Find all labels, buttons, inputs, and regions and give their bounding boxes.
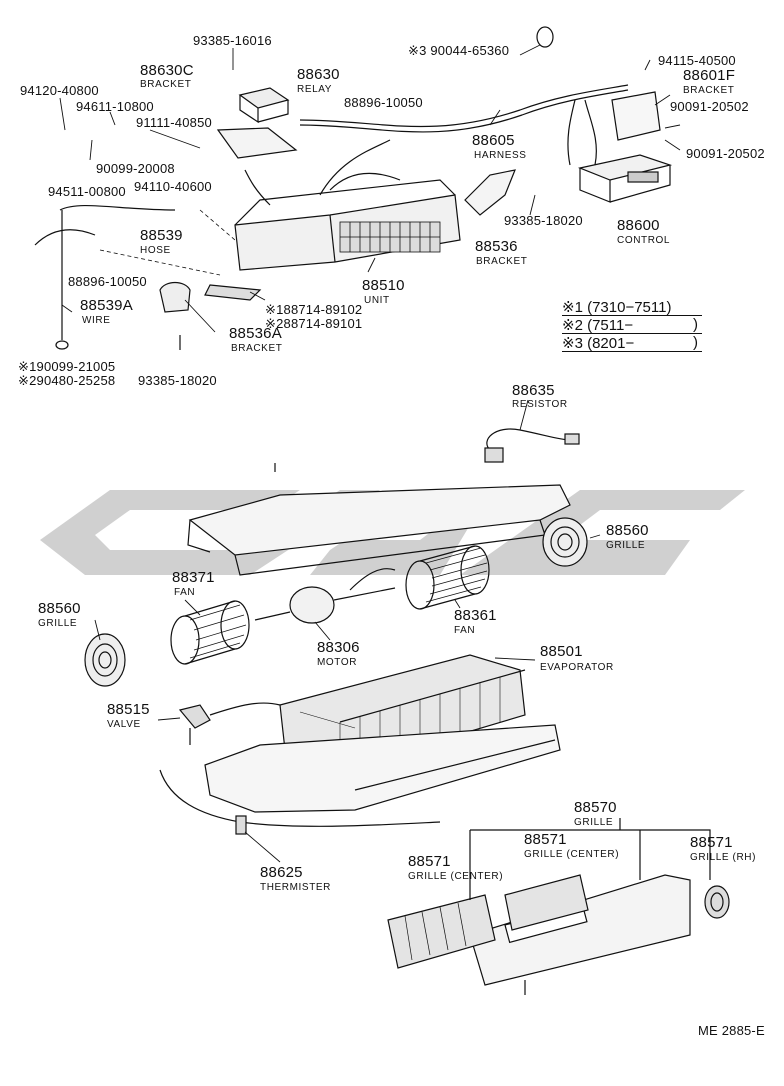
label-90099-20008: 90099-20008 — [96, 161, 175, 176]
legend-row-3: ※3 (8201−) — [562, 334, 702, 352]
label-88536-name: BRACKET — [476, 256, 528, 267]
label-88510: 88510 — [362, 277, 405, 294]
label-88571-c-name: GRILLE (CENTER) — [408, 871, 504, 882]
grille-88571-rh — [704, 885, 730, 919]
grille-88571-center — [504, 874, 589, 931]
legend-row-2-close: ) — [693, 316, 698, 333]
label-88571-a: 88571 — [524, 831, 567, 848]
label-90480-25258: ※290480-25258 — [18, 373, 116, 388]
diagram-code: ME 2885-E — [698, 1023, 765, 1038]
label-88601f-name: BRACKET — [683, 85, 735, 96]
label-88630-name: RELAY — [297, 84, 333, 95]
relay — [238, 87, 290, 124]
grille-88560-right — [542, 517, 588, 567]
grille-88560-left — [84, 633, 126, 687]
label-93385-16016: 93385-16016 — [193, 33, 272, 48]
motor-88306 — [254, 568, 396, 624]
label-88605: 88605 — [472, 132, 515, 149]
label-93385-18020-a: 93385-18020 — [504, 213, 583, 228]
label-88539-name: HOSE — [140, 245, 171, 256]
label-88510-name: UNIT — [364, 295, 390, 306]
label-88536a-name: BRACKET — [231, 343, 283, 354]
label-88515: 88515 — [107, 701, 150, 718]
unit-88510 — [234, 179, 461, 271]
fan-88361 — [405, 545, 490, 610]
clamp-90044-65360 — [536, 26, 554, 48]
label-88560-b: 88560 — [38, 600, 81, 617]
legend-row-3-close: ) — [693, 334, 698, 351]
label-88896-10050-a: 88896-10050 — [344, 95, 423, 110]
label-88625: 88625 — [260, 864, 303, 881]
label-88605-name: HARNESS — [474, 150, 527, 161]
label-88501-name: EVAPORATOR — [540, 662, 614, 673]
label-94120-40800: 94120-40800 — [20, 83, 99, 98]
bracket-88601f — [611, 91, 661, 141]
label-88571-c: 88571 — [408, 853, 451, 870]
label-88625-name: THERMISTER — [260, 882, 331, 893]
label-93385-18020-b: 93385-18020 — [138, 373, 217, 388]
label-88714-89102: ※188714-89102 — [265, 302, 363, 317]
label-88630: 88630 — [297, 66, 340, 83]
label-88600-name: CONTROL — [617, 235, 671, 246]
label-94511-00800: 94511-00800 — [48, 184, 126, 199]
legend-row-2-text: ※2 (7511− — [562, 317, 634, 334]
thermister-88625 — [159, 769, 441, 835]
label-88515-name: VALVE — [107, 719, 141, 730]
label-88536: 88536 — [475, 238, 518, 255]
fan-88371 — [170, 600, 250, 665]
label-94115-40500: 94115-40500 — [658, 53, 736, 68]
label-88635: 88635 — [512, 382, 555, 399]
label-88635-name: RESISTOR — [512, 399, 568, 410]
label-88570-name: GRILLE — [574, 817, 614, 828]
control-88600 — [577, 154, 673, 203]
bracket-88630c — [216, 127, 298, 159]
label-88571-b: 88571 — [690, 834, 733, 851]
label-90099-21005: ※190099-21005 — [18, 359, 116, 374]
label-91111-40850: 91111-40850 — [136, 115, 212, 130]
label-88560-a-name: GRILLE — [606, 540, 646, 551]
label-88560-b-name: GRILLE — [38, 618, 78, 629]
grille-88571-center-left — [387, 894, 496, 969]
label-88600: 88600 — [617, 217, 660, 234]
label-88560-a: 88560 — [606, 522, 649, 539]
label-88539: 88539 — [140, 227, 183, 244]
legend-row-3-text: ※3 (8201− — [562, 335, 635, 352]
upper-case — [187, 484, 571, 576]
legend-row-1: ※1 (7310−7511) — [562, 298, 702, 316]
label-88539a: 88539A — [80, 297, 133, 314]
label-88630c: 88630C — [140, 62, 194, 79]
hose-88539 — [59, 204, 176, 211]
legend-row-2: ※2 (7511−) — [562, 316, 702, 334]
label-88361: 88361 — [454, 607, 497, 624]
label-88714-89101: ※288714-89101 — [265, 316, 363, 331]
label-88571-b-name: GRILLE (RH) — [690, 852, 757, 863]
label-94110-40600: 94110-40600 — [134, 179, 212, 194]
label-88539a-name: WIRE — [82, 315, 111, 326]
resistor-88635 — [484, 428, 580, 463]
legend-row-1-text: ※1 (7310−7511) — [562, 299, 672, 316]
label-88306-name: MOTOR — [317, 657, 358, 668]
label-90091-20502-a: 90091-20502 — [670, 99, 749, 114]
label-88571-a-name: GRILLE (CENTER) — [524, 849, 620, 860]
label-88601f: 88601F — [683, 67, 736, 84]
label-88570: 88570 — [574, 799, 617, 816]
label-90091-20502-b: 90091-20502 — [686, 146, 765, 161]
bracket-88536 — [464, 169, 516, 216]
label-90044-65360: ※3 90044-65360 — [408, 43, 510, 58]
label-88896-10050-b: 88896-10050 — [68, 274, 147, 289]
label-88371-name: FAN — [174, 587, 196, 598]
label-88371: 88371 — [172, 569, 215, 586]
lower-case — [204, 724, 561, 813]
label-94611-10800: 94611-10800 — [76, 99, 154, 114]
label-88536a: 88536A — [229, 325, 282, 342]
label-88501: 88501 — [540, 643, 583, 660]
legend: ※1 (7310−7511) ※2 (7511−) ※3 (8201−) — [562, 298, 702, 352]
label-88361-name: FAN — [454, 625, 476, 636]
bracket-88536a — [159, 281, 191, 313]
valve-88515 — [178, 702, 281, 745]
label-88306: 88306 — [317, 639, 360, 656]
label-88630c-name: BRACKET — [140, 79, 192, 90]
